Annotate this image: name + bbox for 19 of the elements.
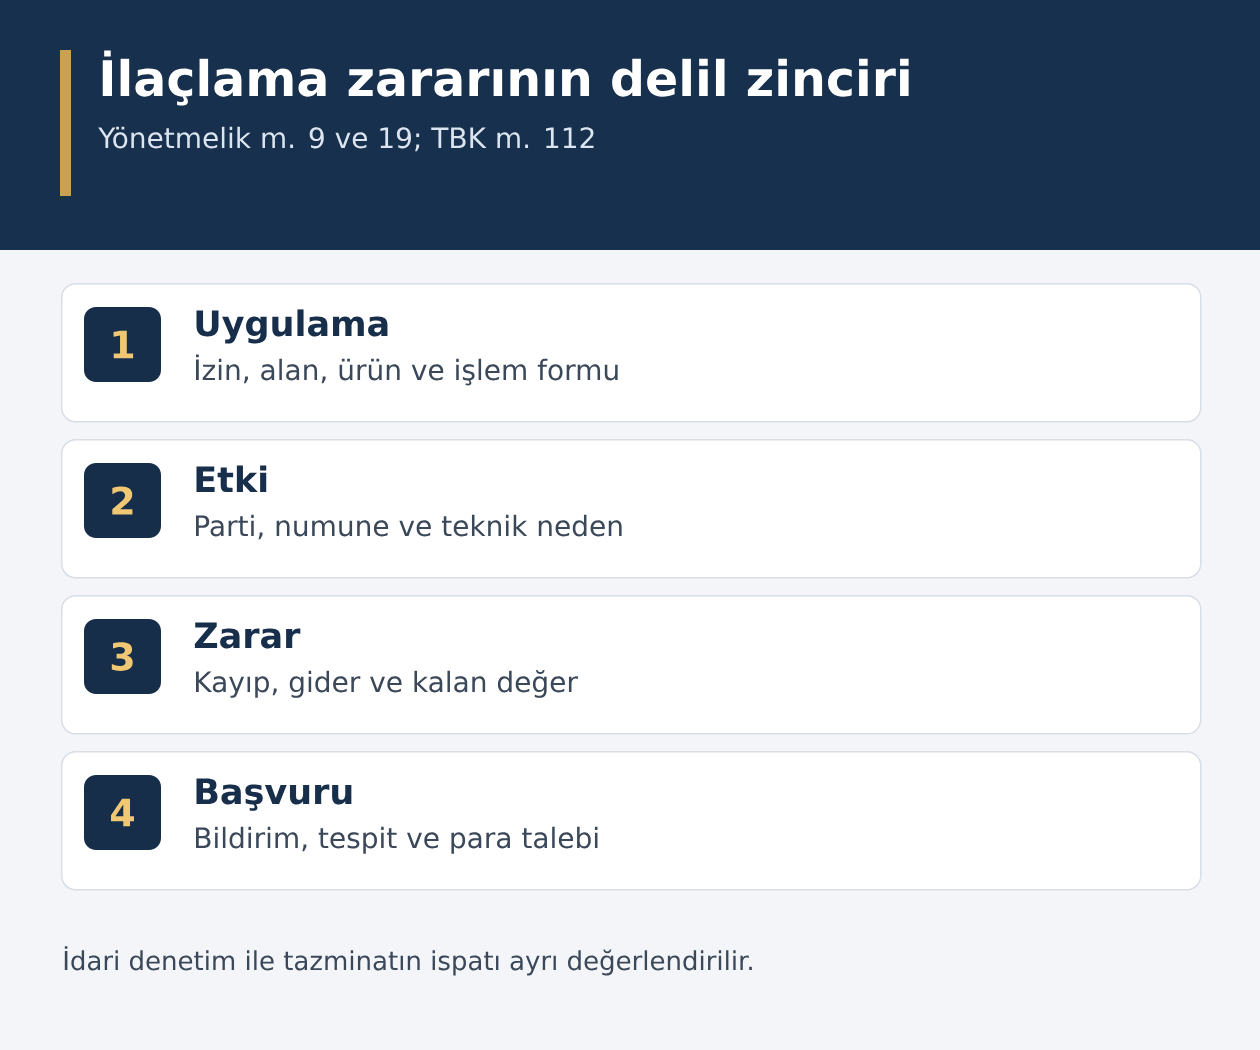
step-title: Etki	[196, 465, 267, 492]
number-badge: 4	[84, 775, 161, 850]
step-description: İzin, alan, ürün ve işlem formu	[196, 354, 618, 386]
step-description: Bildirim, tespit ve para talebi	[196, 826, 598, 854]
footnote: İdari denetim ile tazminatın ispatı ayrı değerlendirilir.	[64, 946, 752, 976]
step-title: Zarar	[194, 622, 301, 649]
number-badge: 2	[84, 463, 161, 538]
step-title: Başvuru	[196, 778, 352, 811]
step-card	[61, 595, 1202, 735]
title: İlaçlama zararının delil zinciri	[102, 50, 909, 106]
step-description: Kayıp, gider ve kalan değer	[196, 670, 578, 698]
number-badge: 3	[84, 619, 161, 694]
step-card	[61, 283, 1202, 423]
subtitle: Yönetmelik m. 9 ve 19; TBK m. 112	[98, 126, 594, 152]
step-description: Parti, numune ve teknik neden	[196, 514, 622, 540]
step-card	[61, 439, 1202, 579]
step-card	[61, 751, 1202, 891]
step-title: Uygulama	[196, 309, 388, 344]
number-badge: 1	[84, 307, 161, 382]
